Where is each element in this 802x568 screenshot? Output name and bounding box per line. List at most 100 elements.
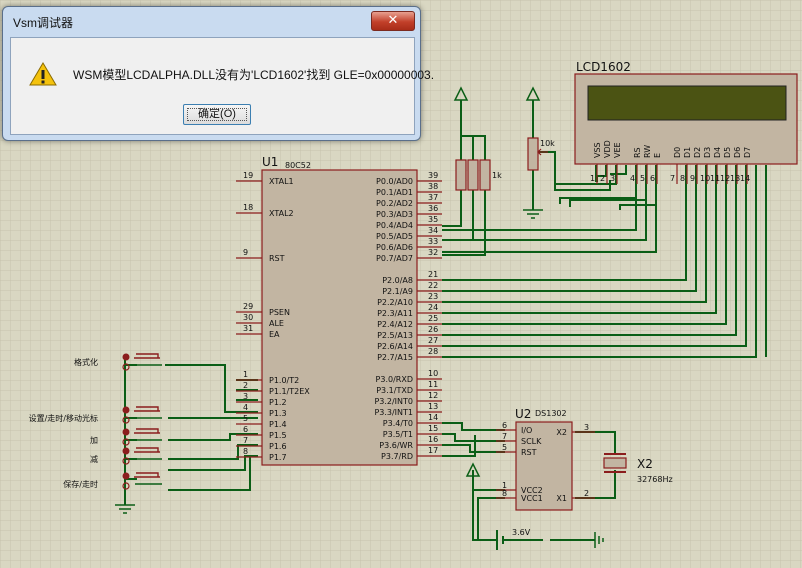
u1-pin-name: P2.2/A10 [377, 298, 413, 307]
lcd-pin-number: 12 [720, 174, 730, 183]
u2-part: DS1302 [535, 409, 567, 418]
u1-pin-name: P0.7/AD7 [376, 254, 413, 263]
u1-pin-name: P2.5/A13 [377, 331, 413, 340]
u2-pin-number: 7 [502, 432, 507, 441]
u1-pin-number: 27 [428, 336, 438, 345]
resistor-3 [479, 159, 491, 191]
lcd-pin-number: 6 [650, 174, 655, 183]
resistor-1 [455, 159, 467, 191]
u1-right-pins: 39P0.0/AD038P0.1/AD137P0.2/AD236P0.3/AD3… [374, 171, 442, 461]
u2-pin-name: VCC1 [521, 494, 543, 503]
button-terminal-icon [122, 406, 130, 414]
lcd-screen [587, 85, 787, 121]
u1-pin-number: 15 [428, 424, 438, 433]
resistor-pack[interactable]: 1k [455, 159, 502, 191]
push-button[interactable]: 保存/走时 [63, 472, 162, 490]
warning-icon [29, 62, 57, 86]
push-button[interactable]: 设置/走时/移动光标 [29, 406, 162, 424]
button-plunger [134, 428, 160, 434]
battery-value: 3.6V [512, 528, 531, 537]
lcd-pin-number: 3 [610, 174, 615, 183]
u1-pin-name: P3.7/RD [381, 452, 413, 461]
button-label: 减 [90, 454, 98, 464]
lcd-pin-number: 7 [670, 174, 675, 183]
u1-ref: U1 [262, 155, 278, 169]
crystal-x2[interactable]: X2 32768Hz [603, 453, 673, 484]
u1-pin-number: 17 [428, 446, 438, 455]
vsm-debugger-dialog[interactable]: Vsm调试器 ✕ WSM模型LCDALPHA.DLL没有为'LCD1602'找到… [2, 6, 434, 141]
u1-pin-name: ALE [269, 319, 284, 328]
u1-body [261, 169, 418, 466]
u1-pin-number: 30 [243, 313, 253, 322]
button-terminal-icon [122, 457, 130, 465]
u1-pin-name: XTAL2 [269, 209, 294, 218]
lcd-pin-name: D5 [723, 147, 732, 158]
u1-pin-name: P3.0/RXD [376, 375, 413, 384]
button-terminal-icon [122, 416, 130, 424]
crystal-ref: X2 [637, 457, 653, 471]
u1-pin-name: P1.6 [269, 442, 287, 451]
button-terminal-icon [122, 472, 130, 480]
push-button[interactable]: 加 [90, 428, 162, 446]
u2-pin-name: RST [521, 448, 537, 457]
button-label: 加 [90, 435, 98, 445]
u1-pin-number: 7 [243, 436, 248, 445]
button-terminal-icon [122, 428, 130, 436]
power-arrow-icon [525, 86, 541, 101]
button-terminal-icon [122, 447, 130, 455]
lcd-pin-number: 13 [730, 174, 740, 183]
dialog-message: WSM模型LCDALPHA.DLL没有为'LCD1602'找到 GLE=0x00… [73, 68, 435, 82]
push-button[interactable]: 减 [90, 447, 162, 465]
u1-pin-number: 39 [428, 171, 438, 180]
push-button[interactable]: 格式化 [74, 353, 162, 371]
u1-pin-number: 25 [428, 314, 438, 323]
u1-pin-name: P0.0/AD0 [376, 177, 413, 186]
close-button[interactable]: ✕ [371, 11, 415, 31]
power-symbols [115, 86, 604, 548]
u1-pin-number: 22 [428, 281, 438, 290]
button-plunger [134, 353, 160, 359]
lcd-pin-name: D0 [673, 147, 682, 158]
lcd-pin-number: 2 [600, 174, 605, 183]
u1-pin-number: 12 [428, 391, 438, 400]
u1-pin-number: 18 [243, 203, 253, 212]
ground-icon [523, 209, 543, 219]
battery[interactable]: 3.6V [490, 528, 543, 550]
u2-pin-name: X2 [556, 428, 567, 437]
lcd1602[interactable]: LCD1602 VSS1VDD2VEE3RS4RW5E6D07D18D29D31… [574, 60, 798, 184]
u1-pin-number: 35 [428, 215, 438, 224]
u1-pin-number: 3 [243, 392, 248, 401]
button-terminal-icon [122, 438, 130, 446]
u1-pin-number: 5 [243, 414, 248, 423]
button-label: 设置/走时/移动光标 [29, 413, 98, 423]
u1-microcontroller[interactable]: U1 80C52 19XTAL118XTAL29RST29PSEN30ALE31… [236, 155, 442, 466]
lcd-pin-number: 8 [680, 174, 685, 183]
u1-pin-number: 23 [428, 292, 438, 301]
u1-pin-name: P0.3/AD3 [376, 210, 413, 219]
u1-pin-name: P3.5/T1 [383, 430, 413, 439]
pot-wiper [537, 148, 548, 156]
u2-pin-number: 8 [502, 489, 507, 498]
ground-icon [594, 532, 604, 548]
u1-pin-number: 37 [428, 193, 438, 202]
lcd-pin-number: 11 [710, 174, 720, 183]
ok-button[interactable]: 确定(O) [183, 104, 251, 125]
lcd-pin-number: 9 [690, 174, 695, 183]
crystal-body [603, 457, 627, 469]
lcd-pin-number: 10 [700, 174, 710, 183]
battery-symbol [490, 530, 543, 550]
lcd-pins: VSS1VDD2VEE3RS4RW5E6D07D18D29D310D411D51… [590, 140, 752, 184]
power-arrow-icon [465, 462, 481, 477]
u1-pin-name: P1.1/T2EX [269, 387, 310, 396]
lcd-pin-name: D3 [703, 147, 712, 158]
u1-pin-name: P3.4/T0 [383, 419, 413, 428]
power-arrow-icon [453, 86, 469, 101]
u2-pin-number: 2 [584, 489, 589, 498]
lcd-title: LCD1602 [576, 60, 631, 74]
potentiometer[interactable]: 10k [527, 137, 555, 171]
u1-pin-name: P2.7/A15 [377, 353, 413, 362]
dialog-body: WSM模型LCDALPHA.DLL没有为'LCD1602'找到 GLE=0x00… [10, 37, 434, 135]
